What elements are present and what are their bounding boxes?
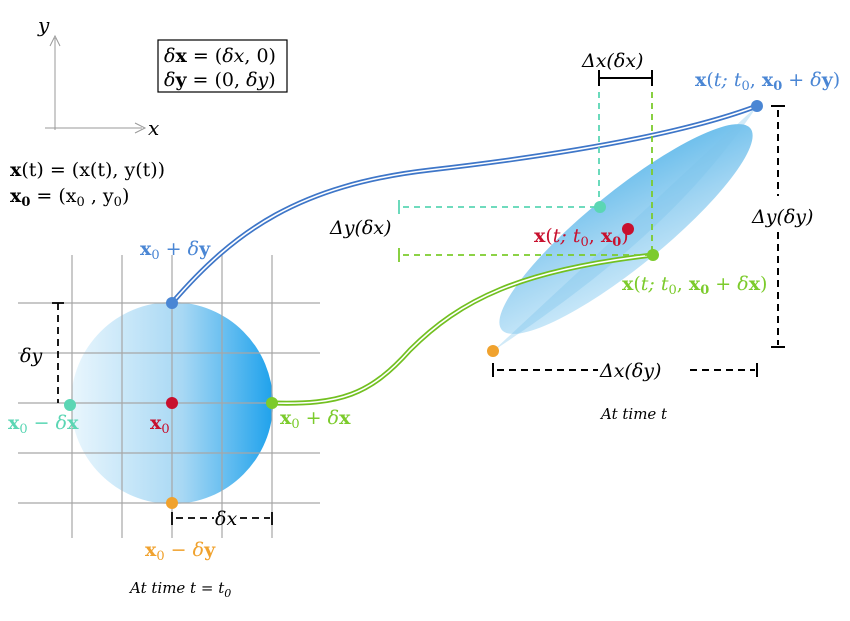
delta-y-scale: δy bbox=[20, 302, 64, 403]
dx-dy-label: Δx(δy) bbox=[599, 360, 661, 382]
delta-x-scale: δx bbox=[171, 508, 273, 530]
delta-x-definition: δx = (δx, 0) bbox=[164, 45, 276, 67]
mapped-point-red bbox=[622, 223, 634, 235]
axes: y x bbox=[37, 13, 159, 140]
x-axis-arrow bbox=[134, 122, 147, 134]
y-axis-arrow bbox=[49, 34, 61, 47]
point-right-green bbox=[266, 397, 278, 409]
point-bottom-orange bbox=[166, 497, 178, 509]
point-left-teal bbox=[64, 399, 76, 411]
mapped-point-orange bbox=[487, 345, 499, 357]
green-trajectory bbox=[271, 252, 654, 406]
label-mapped-top: x(t; t0, x0 + δy) bbox=[695, 69, 840, 94]
label-center: x0 bbox=[150, 412, 170, 437]
point-center-red bbox=[166, 397, 178, 409]
position-equation: x(t) = (x(t), y(t)) bbox=[10, 159, 165, 181]
dx-dx-label: Δx(δx) bbox=[581, 50, 643, 72]
delta-y-definition: δy = (0, δy) bbox=[164, 69, 276, 91]
dy-dy-label: Δy(δy) bbox=[751, 206, 813, 228]
mapped-point-teal bbox=[594, 201, 606, 213]
label-right: x0 + δx bbox=[280, 407, 351, 432]
delta-y-scale-label: δy bbox=[20, 345, 42, 367]
teal-dashed-guides bbox=[403, 92, 600, 208]
delta-definition-box: δx = (δx, 0) δy = (0, δy) bbox=[157, 39, 288, 93]
green-dashed-guides bbox=[403, 92, 653, 256]
point-top-blue bbox=[166, 297, 178, 309]
dx-dy-measure: Δx(δy) bbox=[492, 360, 758, 382]
time-label-initial: At time t = t0 bbox=[128, 579, 231, 600]
dy-dy-measure: Δy(δy) bbox=[751, 105, 813, 348]
blue-trajectory bbox=[170, 103, 758, 305]
initial-position-equation: x0 = (x0 , y0) bbox=[10, 185, 129, 210]
mapped-point-blue bbox=[751, 100, 763, 112]
x-axis-label: x bbox=[148, 116, 159, 140]
label-left: x0 − δx bbox=[8, 412, 79, 437]
dy-dx-label: Δy(δx) bbox=[329, 217, 391, 239]
y-axis-label: y bbox=[37, 13, 50, 37]
dx-dx-measure: Δx(δx) bbox=[581, 50, 653, 86]
label-bottom: x0 − δy bbox=[145, 539, 216, 564]
label-mapped-green: x(t; t0, x0 + δx) bbox=[622, 273, 767, 298]
mapped-point-green bbox=[647, 249, 659, 261]
delta-x-scale-label: δx bbox=[215, 508, 237, 530]
delta-box-frame bbox=[157, 39, 288, 93]
label-mapped-center: x(t; t0, x0) bbox=[534, 225, 629, 250]
label-top: x0 + δy bbox=[140, 238, 211, 263]
time-label-final: At time t bbox=[599, 405, 668, 423]
